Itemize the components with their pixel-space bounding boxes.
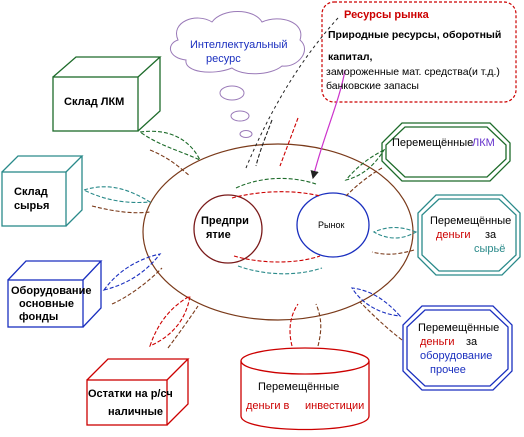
market-resources-box [321,1,517,103]
intellect-label-line2: ресурс [206,53,241,65]
market-resources-line2: капитал, [328,51,373,63]
cloud-shape [170,11,305,138]
flow-arrows [82,117,418,349]
moved-money-invest-money: деньги в [246,400,290,412]
market-resources-line4: банковские запасы [326,80,419,92]
moved-money-equipment-line1: Перемещённые [418,322,500,334]
market-resources-line3: замороженные мат. средства(и т.д.) [326,66,500,78]
moved-paint-word1: Перемещённые [392,137,474,149]
equipment-line3: фонды [19,311,59,323]
market-resources-arrow [310,69,346,180]
moved-money-invest-line1: Перемещённые [258,381,340,393]
enterprise-circle [193,194,263,264]
enterprise-line1: Предпри [201,215,249,227]
moved-money-raw-octagon [417,194,521,276]
moved-money-equipment-for: за [466,336,478,348]
moved-paint-word2: ЛКМ [472,137,495,149]
equipment-line2: основные [19,298,74,310]
cash-balances-line1: Остатки на р/сч [88,388,173,400]
moved-money-invest-cylinder [240,347,370,431]
paint-warehouse-cube [52,56,162,132]
moved-money-raw-for: за [485,229,497,241]
moved-money-raw-money: деньги [436,229,471,241]
market-label: Рынок [318,220,345,230]
moved-money-equipment-octagon [402,305,513,391]
moved-money-invest-invest: инвестиции [305,400,365,412]
market-resources-connector-line [245,17,339,169]
moved-money-equipment-equipment: оборудование [420,350,493,362]
paint-warehouse-label: Склад ЛКМ [64,96,125,108]
enterprise-line2: ятие [206,229,231,241]
central-circle [142,143,414,321]
cash-balances-cube [86,358,190,426]
cash-balances-line2: наличные [108,406,164,418]
inner-flow-arrows [231,177,323,275]
moved-money-raw-raw: сырьё [474,243,506,255]
equipment-cube [7,260,103,328]
raw-warehouse-line2: сырья [14,200,50,212]
intellect-label-line1: Интеллектуальный [190,39,288,51]
market-circle [296,192,370,258]
raw-warehouse-cube [1,155,84,227]
equipment-line1: Оборудование [11,285,92,297]
moved-money-equipment-other: прочее [430,364,466,376]
market-resources-line1: Природные ресурсы, оборотный [328,29,502,41]
market-resources-title: Ресурсы рынка [344,9,429,21]
moved-money-equipment-money: деньги [420,336,455,348]
moved-paint-octagon [381,122,511,182]
moved-money-raw-line1: Перемещённые [430,215,512,227]
raw-warehouse-line1: Склад [14,186,48,198]
